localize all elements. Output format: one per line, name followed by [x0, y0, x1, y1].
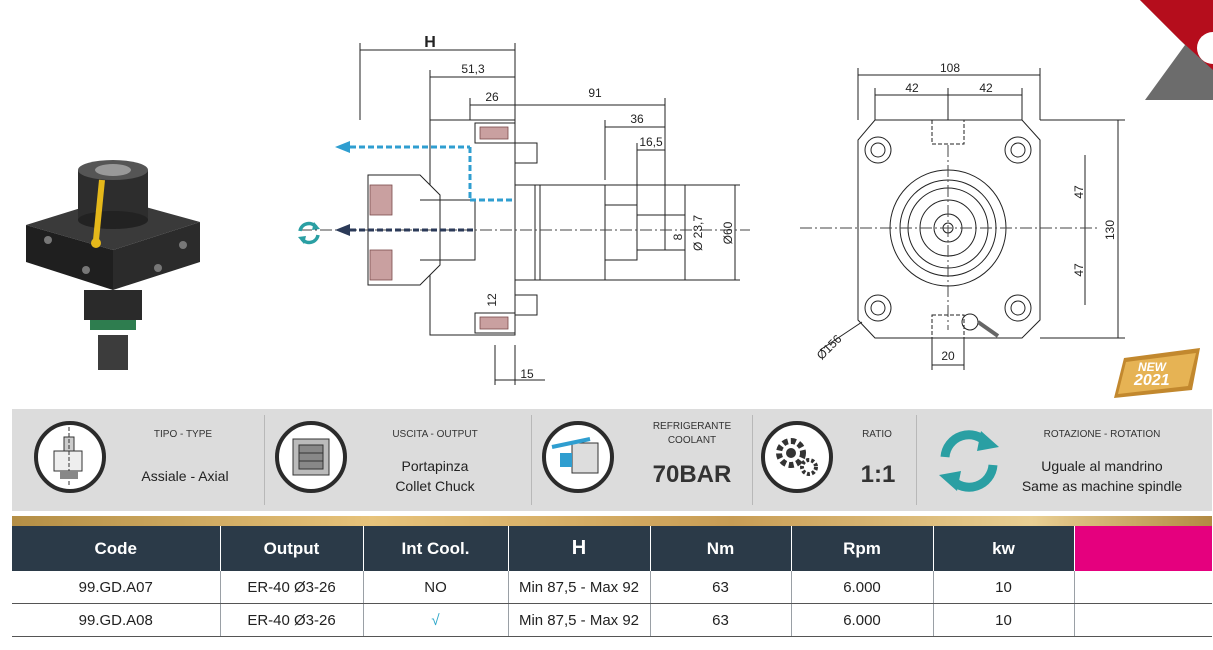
table-row: 99.GD.A07 ER-40 Ø3-26 NO Min 87,5 - Max … [12, 571, 1212, 604]
dim-8: 8 [671, 233, 685, 240]
dim-47-top: 47 [1072, 185, 1086, 199]
cell-int-cool: NO [363, 571, 509, 604]
cell-code: 99.GD.A08 [12, 603, 221, 637]
cell-empty [1074, 571, 1212, 604]
new-2021-badge: NEW 2021 [1114, 348, 1200, 398]
info-type-value: Assiale - Axial [141, 468, 229, 484]
cell-h: Min 87,5 - Max 92 [508, 571, 651, 604]
axial-type-icon [34, 421, 106, 493]
rotation-icon [939, 430, 999, 492]
table-header-row: Code Output Int Cool. H Nm Rpm kw [12, 526, 1212, 571]
cell-nm: 63 [650, 571, 792, 604]
cell-int-cool: √ [363, 603, 509, 637]
dim-36: 36 [630, 112, 644, 126]
dim-47-bottom: 47 [1072, 263, 1086, 277]
dim-42-left: 42 [905, 81, 919, 95]
side-section-drawing: H 51,3 26 91 36 16,5 8 Ø 23,7 Ø60 12 15 [300, 34, 750, 385]
info-rotation-title: ROTAZIONE - ROTATION [1043, 429, 1161, 440]
info-output: USCITA - OUTPUT Portapinza Collet Chuck [265, 409, 531, 511]
dim-h-label: H [424, 34, 436, 51]
collet-chuck-icon [275, 421, 347, 493]
dim-20: 20 [941, 349, 955, 363]
technical-drawings: H 51,3 26 91 36 16,5 8 Ø 23,7 Ø60 12 15 [26, 0, 1213, 398]
info-ratio-value: 1:1 [860, 461, 896, 488]
gold-rule [12, 516, 1212, 526]
cell-output: ER-40 Ø3-26 [220, 603, 364, 637]
info-coolant-title1: REFRIGERANTE [652, 421, 732, 432]
info-rotation-line2: Same as machine spindle [1021, 478, 1183, 494]
info-rotation: ROTAZIONE - ROTATION Uguale al mandrino … [917, 409, 1212, 511]
gears-icon [761, 421, 833, 493]
dim-26: 26 [485, 90, 499, 104]
info-output-line2: Collet Chuck [395, 478, 475, 494]
col-header-int-cool: Int Cool. [363, 526, 509, 571]
info-type-title: TIPO - TYPE [153, 429, 213, 440]
cell-kw: 10 [933, 603, 1075, 637]
product-photo [26, 160, 200, 370]
info-ratio-title: RATIO [862, 429, 892, 440]
col-header-rpm: Rpm [791, 526, 934, 571]
col-header-kw: kw [933, 526, 1075, 571]
col-header-output: Output [220, 526, 364, 571]
dim-15: 15 [520, 367, 534, 381]
front-view-drawing: 108 42 42 47 47 130 Ø156 20 [800, 61, 1125, 370]
info-coolant-title2: COOLANT [667, 435, 717, 446]
spec-table: Code Output Int Cool. H Nm Rpm kw 99.GD.… [12, 526, 1212, 637]
coolant-icon [542, 421, 614, 493]
info-coolant-value: 70BAR [652, 461, 732, 488]
info-ratio: RATIO 1:1 [753, 409, 916, 511]
badge-new-text: NEW [1138, 360, 1166, 374]
dim-51-3: 51,3 [461, 62, 485, 76]
table-row: 99.GD.A08 ER-40 Ø3-26 √ Min 87,5 - Max 9… [12, 603, 1212, 637]
dim-91: 91 [588, 86, 602, 100]
dim-16-5: 16,5 [639, 135, 663, 149]
cell-h: Min 87,5 - Max 92 [508, 603, 651, 637]
cell-empty [1074, 603, 1212, 637]
info-output-title: USCITA - OUTPUT [392, 429, 478, 440]
info-band: TIPO - TYPE Assiale - Axial USCITA - OUT… [12, 409, 1212, 511]
info-coolant: REFRIGERANTE COOLANT 70BAR [532, 409, 752, 511]
info-rotation-line1: Uguale al mandrino [1041, 458, 1163, 474]
col-header-h: H [508, 526, 651, 571]
col-header-code: Code [12, 526, 221, 571]
info-output-line1: Portapinza [401, 458, 469, 474]
corner-logo-graphic [1140, 0, 1213, 100]
rotation-small-icon [298, 221, 320, 245]
cell-nm: 63 [650, 603, 792, 637]
cell-output: ER-40 Ø3-26 [220, 571, 364, 604]
dim-d60: Ø60 [721, 221, 735, 244]
dim-12: 12 [485, 293, 499, 307]
info-type: TIPO - TYPE Assiale - Axial [12, 409, 264, 511]
dim-130: 130 [1103, 220, 1117, 240]
dim-108: 108 [940, 61, 960, 75]
cell-rpm: 6.000 [791, 603, 934, 637]
col-header-accent [1074, 526, 1212, 571]
dim-d23-7: Ø 23,7 [691, 215, 705, 251]
dim-42-right: 42 [979, 81, 993, 95]
cell-rpm: 6.000 [791, 571, 934, 604]
cell-kw: 10 [933, 571, 1075, 604]
cell-code: 99.GD.A07 [12, 571, 221, 604]
badge-year-text: 2021 [1134, 372, 1170, 389]
col-header-nm: Nm [650, 526, 792, 571]
